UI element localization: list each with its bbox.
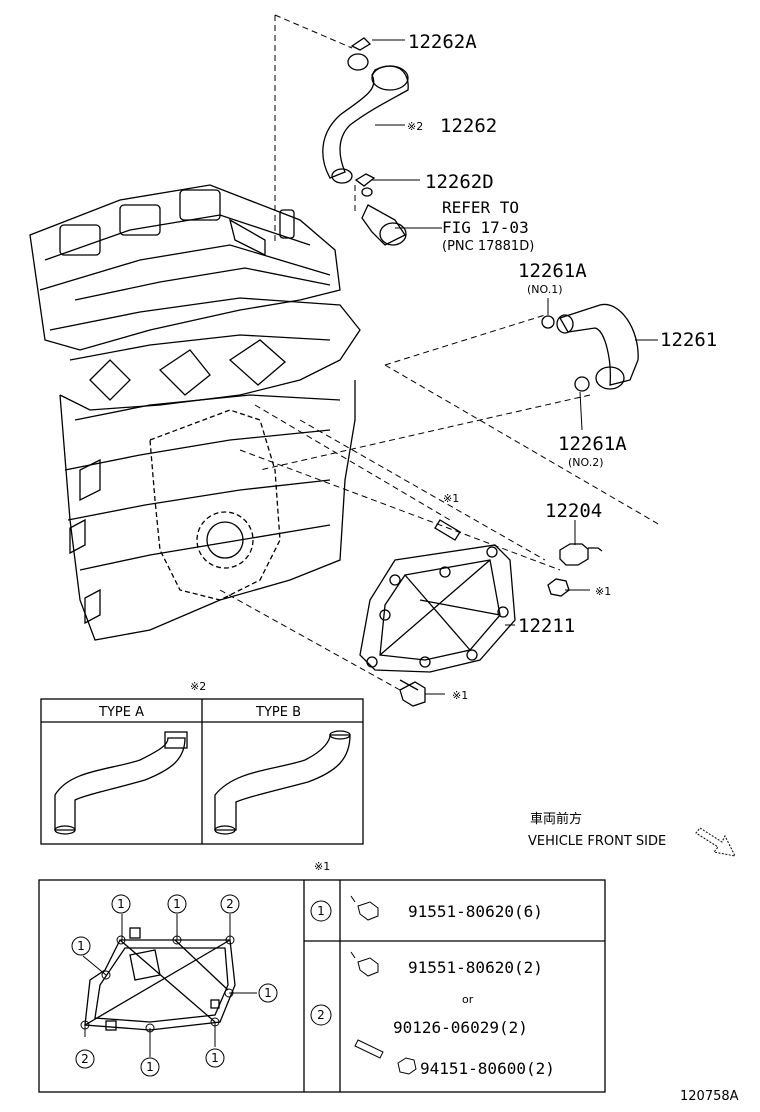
callout-leaders: [372, 39, 658, 695]
label-refer-fig: FIG 17-03: [442, 218, 529, 237]
type-box-mark: ※2: [190, 680, 206, 693]
engine-block-drawing: [29, 184, 361, 641]
legend-row2-part-a: 91551-80620(2): [408, 958, 543, 977]
legend-row2-or: or: [462, 993, 474, 1006]
label-no1: (NO.1): [527, 283, 563, 296]
front-side-jp: 車両前方: [530, 811, 582, 827]
legend-circle-label: 2: [226, 897, 234, 911]
label-12204: 12204: [545, 500, 602, 522]
assembly-dashed-lines: [219, 14, 661, 691]
hose-12262: [322, 37, 409, 246]
legend-row2-key: 2: [317, 1008, 325, 1022]
type-b-header: TYPE B: [255, 705, 301, 720]
type-a-header: TYPE A: [98, 705, 144, 720]
legend-row2-part-b: 90126-06029(2): [393, 1018, 528, 1037]
cover-plate-12211: [359, 519, 603, 707]
label-mark-2: ※2: [407, 120, 423, 133]
front-arrow-icon: [695, 827, 736, 857]
legend-circle-label: 1: [117, 897, 125, 911]
label-mark-1-stud: ※1: [443, 492, 459, 505]
label-refer-to: REFER TO: [442, 198, 519, 217]
figure-id: 120758A: [680, 1089, 739, 1104]
legend-circle-label: 1: [146, 1060, 154, 1074]
callout-labels: 12262A ※2 12262 12262D REFER TO FIG 17-0…: [407, 31, 717, 702]
label-12261A-no2: 12261A: [558, 433, 627, 455]
legend-row2-part-c: 94151-80600(2): [420, 1059, 555, 1078]
legend-circle-label: 1: [173, 897, 181, 911]
label-12261A-no1: 12261A: [518, 260, 587, 282]
label-12262D: 12262D: [425, 171, 494, 193]
legend-circle-label: 1: [264, 986, 272, 1000]
label-12261: 12261: [660, 329, 717, 351]
hose-12261: [541, 303, 639, 392]
legend-circle-label: 1: [211, 1051, 219, 1065]
label-mark-1-nut: ※1: [595, 585, 611, 598]
legend-mark: ※1: [314, 860, 330, 873]
label-no2: (NO.2): [568, 456, 604, 469]
legend-circle-label: 1: [77, 939, 85, 953]
legend-bolt-icons: [350, 895, 417, 1075]
hose-type-box: [40, 698, 364, 845]
legend-row1-part: 91551-80620(6): [408, 902, 543, 921]
front-side-en: VEHICLE FRONT SIDE: [528, 834, 666, 849]
legend-circles: [71, 894, 332, 1077]
legend-row1-key: 1: [317, 904, 325, 918]
label-12262A: 12262A: [408, 31, 477, 53]
legend-circle-label: 2: [81, 1052, 89, 1066]
label-12211: 12211: [518, 615, 575, 637]
label-mark-1-bolt: ※1: [452, 689, 468, 702]
label-12262: 12262: [440, 115, 497, 137]
label-refer-pnc: (PNC 17881D): [442, 239, 534, 254]
